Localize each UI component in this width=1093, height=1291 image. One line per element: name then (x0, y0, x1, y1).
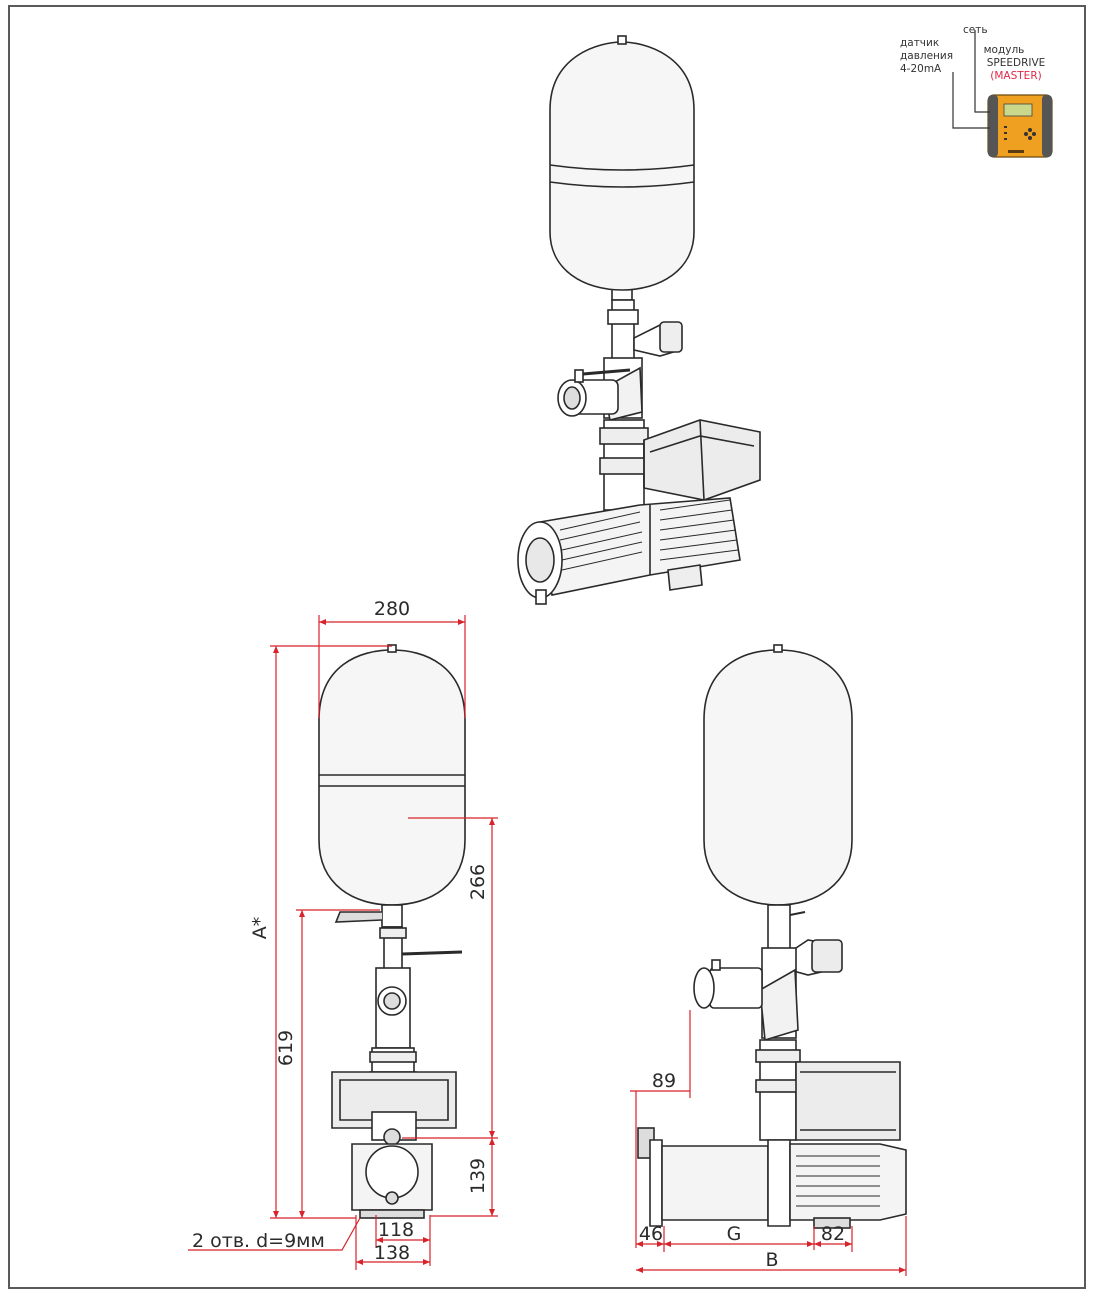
dim-619: 619 (275, 1030, 297, 1066)
label-master: (MASTER) (990, 70, 1041, 82)
dim-89: 89 (652, 1070, 676, 1092)
side-view (637, 644, 907, 1229)
holes-note: 2 отв. d=9мм (192, 1230, 325, 1252)
label-speedrive: SPEEDRIVE (987, 57, 1046, 69)
label-network: сеть (963, 24, 988, 36)
iso-controller (599, 419, 761, 511)
label-module: модуль (984, 44, 1025, 56)
dim-118: 118 (378, 1219, 414, 1241)
iso-ball-valve (557, 368, 631, 417)
dim-a-star: A* (249, 917, 271, 940)
module-leader-lines (952, 30, 990, 129)
isometric-view (517, 35, 761, 605)
dim-138: 138 (374, 1242, 410, 1264)
drawing-frame (8, 5, 1086, 1289)
dim-g: G (727, 1223, 742, 1245)
label-sensor-1: датчик (900, 37, 939, 49)
label-sensor-3: 4-20mA (900, 63, 942, 75)
label-sensor-2: давления (900, 50, 953, 62)
speedrive-module (987, 94, 1053, 158)
dim-46: 46 (639, 1223, 663, 1245)
dim-280: 280 (374, 598, 410, 620)
iso-pump-motor (517, 497, 741, 605)
dim-266: 266 (467, 864, 489, 900)
dimension-arrows (273, 619, 906, 1273)
dim-82: 82 (821, 1223, 845, 1245)
iso-tank (549, 35, 695, 301)
dimension-lines (188, 615, 907, 1276)
dim-139: 139 (467, 1158, 489, 1194)
front-view (318, 644, 466, 1219)
dim-b: B (765, 1249, 778, 1271)
